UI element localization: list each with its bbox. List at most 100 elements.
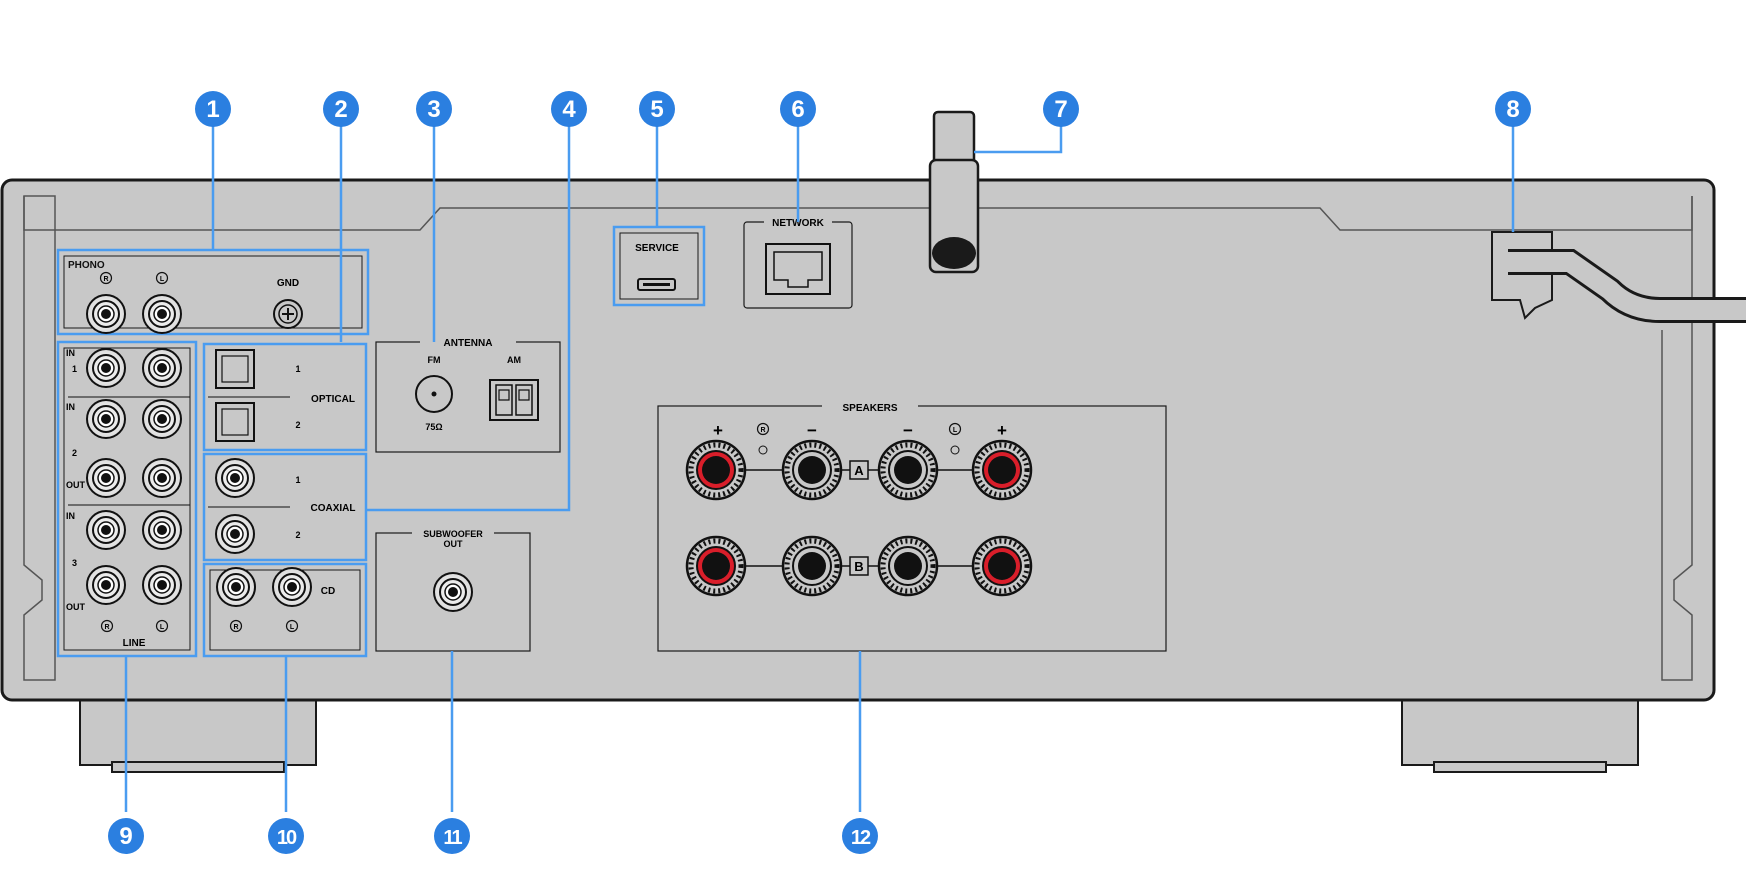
callout-5: 5	[639, 91, 675, 127]
svg-text:R: R	[103, 276, 108, 283]
callout-number: 12	[851, 827, 871, 849]
speaker-terminal-positive	[685, 535, 747, 597]
svg-text:OUT: OUT	[66, 602, 86, 612]
svg-text:1: 1	[72, 364, 77, 374]
chassis	[0, 178, 1716, 702]
rca-jack	[86, 348, 126, 388]
svg-text:A: A	[854, 463, 864, 478]
rca-jack	[272, 567, 312, 607]
power-cord	[1491, 231, 1746, 323]
rca-jack	[142, 510, 182, 550]
callout-4: 4	[551, 91, 587, 127]
rca-jack	[86, 458, 126, 498]
svg-text:2: 2	[295, 420, 300, 430]
optical-port-2	[215, 402, 255, 442]
svg-text:2: 2	[295, 530, 300, 540]
callout-number: 6	[791, 96, 804, 123]
cd-r-marker: R	[229, 619, 243, 633]
speaker-terminal-positive	[971, 535, 1033, 597]
callout-number: 10	[277, 827, 297, 849]
line-r-marker: R	[100, 619, 114, 633]
spk-r-marker: R	[756, 422, 770, 455]
rca-jack	[433, 572, 473, 612]
fm-jack	[415, 375, 453, 413]
network-section: NETWORK	[743, 216, 853, 309]
optical-section: 1 OPTICAL 2	[202, 342, 368, 452]
callout-number: 7	[1054, 96, 1067, 123]
rca-jack	[142, 565, 182, 605]
ohm-label: 75Ω	[425, 422, 442, 432]
callout-9: 9	[108, 818, 144, 854]
callout-8: 8	[1495, 91, 1531, 127]
subwoofer-section: SUBWOOFER OUT	[375, 527, 531, 652]
speaker-a-tag: A	[849, 460, 869, 480]
svg-text:R: R	[760, 427, 765, 434]
antenna-label: ANTENNA	[444, 338, 493, 349]
speaker-terminal-negative	[781, 535, 843, 597]
cd-label: CD	[321, 586, 335, 597]
am-terminal	[489, 379, 539, 421]
speakers-section: SPEAKERS + − − + R L A B	[657, 400, 1167, 652]
callout-leaders	[124, 125, 1515, 812]
callout-12: 12	[842, 818, 878, 854]
gnd-terminal	[273, 299, 303, 329]
speaker-binding-posts	[685, 439, 1033, 597]
rca-jack	[86, 510, 126, 550]
speaker-b-tag: B	[849, 556, 869, 576]
svg-text:L: L	[290, 624, 295, 631]
rca-jack	[86, 294, 126, 334]
gnd-label: GND	[277, 278, 299, 289]
speaker-terminal-negative	[877, 535, 939, 597]
speaker-terminal-negative	[781, 439, 843, 501]
callout-number: 2	[334, 96, 347, 123]
callout-3: 3	[416, 91, 452, 127]
usb-port	[637, 278, 676, 291]
callout-1: 1	[195, 91, 231, 127]
svg-text:−: −	[807, 421, 817, 440]
service-section: SERVICE	[612, 225, 706, 307]
rca-jack	[216, 567, 256, 607]
callout-7: 7	[1043, 91, 1079, 127]
svg-text:3: 3	[72, 558, 77, 568]
rca-jacks	[86, 294, 473, 612]
callout-number: 5	[650, 96, 663, 123]
fm-label: FM	[428, 355, 441, 365]
svg-text:1: 1	[295, 475, 300, 485]
rca-jack	[142, 399, 182, 439]
feet	[79, 699, 1639, 773]
optical-port-1	[215, 349, 255, 389]
callout-2: 2	[323, 91, 359, 127]
callout-10: 10	[268, 818, 304, 854]
rca-jack	[86, 399, 126, 439]
line-l-marker: L	[155, 619, 169, 633]
antenna-section: ANTENNA FM AM 75Ω	[375, 336, 561, 453]
spk-l-marker: L	[948, 422, 962, 455]
speaker-terminal-positive	[685, 439, 747, 501]
svg-text:R: R	[104, 624, 109, 631]
callout-11: 11	[434, 818, 470, 854]
svg-text:IN: IN	[66, 511, 75, 521]
phono-r-marker: R	[99, 271, 113, 285]
callout-number: 11	[443, 827, 462, 849]
line-label: LINE	[123, 638, 146, 649]
svg-text:L: L	[160, 624, 165, 631]
phono-label: PHONO	[68, 260, 105, 271]
subwoofer-label: SUBWOOFER	[423, 529, 483, 539]
svg-text:OUT: OUT	[66, 480, 86, 490]
phono-l-marker: L	[155, 271, 169, 285]
subwoofer-out-label: OUT	[444, 539, 464, 549]
ethernet-port	[765, 243, 831, 295]
rca-jack	[142, 458, 182, 498]
speaker-terminal-negative	[877, 439, 939, 501]
rca-jack	[142, 294, 182, 334]
svg-text:IN: IN	[66, 348, 75, 358]
callout-number: 8	[1506, 96, 1519, 123]
svg-text:IN: IN	[66, 402, 75, 412]
callout-number: 1	[206, 96, 219, 123]
coaxial-section: 1 COAXIAL 2	[202, 452, 368, 562]
svg-text:L: L	[160, 276, 165, 283]
network-label: NETWORK	[772, 218, 824, 229]
cd-l-marker: L	[285, 619, 299, 633]
